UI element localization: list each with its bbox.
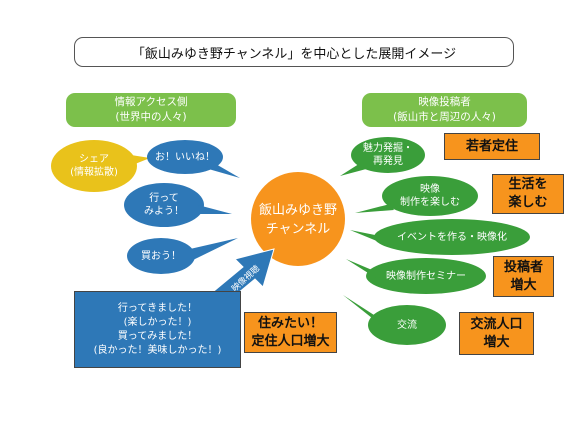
enjoy-line1: 映像	[420, 184, 440, 195]
exchange-pop-line1: 交流人口	[470, 316, 523, 332]
exchange-text: 交流	[397, 319, 417, 331]
left-header-line2: (世界中の人々)	[115, 111, 187, 123]
bubble-exchange	[343, 295, 446, 345]
exchange-pop-box: 交流人口 増大	[459, 312, 534, 355]
young-settle-box: 若者定住	[444, 133, 540, 160]
seminar-text: 映像制作セミナー	[386, 270, 466, 282]
right-header-line2: (飯山市と周辺の人々)	[393, 111, 496, 123]
bubble-events	[350, 219, 530, 255]
charm-label: 魅力発掘・ 再発見	[353, 141, 423, 169]
exchange-label: 交流	[378, 317, 436, 333]
left-column-header: 情報アクセス側 (世界中の人々)	[66, 93, 236, 127]
want-live-line1: 住みたい！	[257, 315, 323, 331]
bubble-lets-buy	[127, 238, 238, 274]
bubble-oh-nice	[147, 140, 240, 178]
charm-line2: 再発見	[373, 156, 403, 167]
charm-line1: 魅力発掘・	[363, 143, 413, 154]
oh-nice-text: お！いいね！	[155, 151, 215, 163]
enjoy-label: 映像 制作を楽しむ	[384, 182, 476, 210]
visitor-line4: (良かった！美味しかった！)	[93, 344, 222, 356]
right-column-header: 映像投稿者 (飯山市と周辺の人々)	[362, 93, 527, 127]
share-line2: (情報拡散)	[70, 167, 118, 178]
bubble-seminar	[346, 258, 486, 294]
lets-go-line1: 行って	[149, 193, 179, 204]
lets-go-label: 行って みよう！	[124, 190, 204, 220]
lets-buy-text: 買おう！	[141, 250, 181, 262]
diagram-title: 「飯山みゆき野チャンネル」を中心とした展開イメージ	[74, 37, 514, 67]
lets-buy-label: 買おう！	[127, 247, 195, 265]
bubble-enjoy	[355, 176, 478, 216]
events-label: イベントを作る・映像化	[378, 229, 526, 245]
want-live-line2: 定住人口増大	[251, 333, 330, 349]
bubble-charm	[340, 137, 425, 176]
seminar-label: 映像制作セミナー	[368, 268, 484, 284]
enjoy-line2: 制作を楽しむ	[400, 197, 460, 208]
want-live-box: 住みたい！ 定住人口増大	[244, 312, 337, 353]
bubble-lets-go	[124, 183, 232, 227]
share-line1: シェア	[79, 154, 109, 165]
posters-increase-box: 投稿者 増大	[493, 256, 554, 297]
center-line1: 飯山みゆき野	[258, 203, 337, 218]
visitor-line2: (楽しかった！)	[123, 316, 192, 328]
center-line2: チャンネル	[265, 222, 331, 237]
share-bubble	[51, 140, 150, 192]
share-bubble-label: シェア (情報拡散)	[54, 150, 134, 182]
young-settle-text: 若者定住	[465, 138, 518, 154]
visitor-line1: 行ってきました！	[117, 302, 198, 314]
right-header-line1: 映像投稿者	[418, 96, 471, 108]
posters-line2: 増大	[510, 277, 537, 293]
enjoy-life-box: 生活を 楽しむ	[492, 174, 564, 214]
left-header-line1: 情報アクセス側	[114, 96, 188, 108]
visitor-line3: 買ってみました！	[117, 330, 198, 342]
exchange-pop-line2: 増大	[483, 334, 510, 350]
enjoy-life-line1: 生活を	[508, 177, 548, 192]
posters-line1: 投稿者	[503, 259, 543, 275]
oh-nice-label: お！いいね！	[147, 148, 223, 166]
enjoy-life-line2: 楽しむ	[508, 195, 548, 210]
lets-go-line2: みよう！	[144, 206, 184, 217]
events-text: イベントを作る・映像化	[397, 231, 507, 243]
center-label: 飯山みゆき野 チャンネル	[251, 200, 345, 240]
visitor-box: 行ってきました！ (楽しかった！) 買ってみました！ (良かった！美味しかった！…	[74, 291, 241, 368]
center-circle	[251, 172, 345, 266]
